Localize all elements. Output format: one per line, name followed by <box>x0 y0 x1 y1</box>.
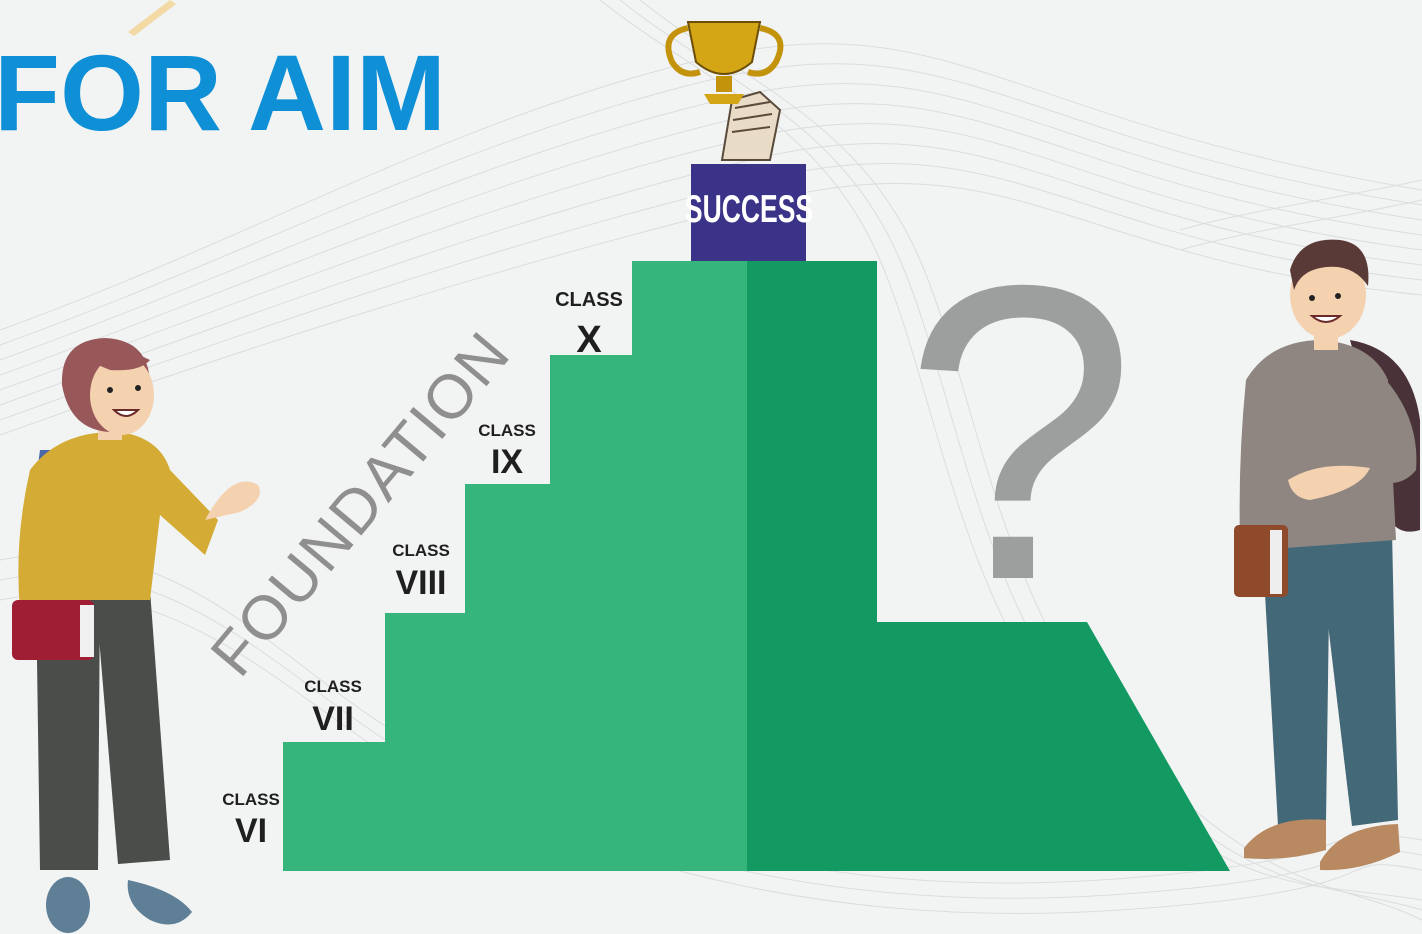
class-x-caption: CLASS <box>555 289 623 311</box>
class-ix-roman: IX <box>491 443 523 481</box>
class-viii-roman: VIII <box>395 564 446 602</box>
pencil-decoration <box>128 0 176 36</box>
class-x-roman: X <box>576 319 602 361</box>
class-vii-caption: CLASS <box>304 677 362 696</box>
class-vi-caption: CLASS <box>222 790 280 809</box>
success-box <box>691 164 806 261</box>
page-heading: FOR AIM <box>0 32 446 153</box>
class-vii-roman: VII <box>312 700 354 738</box>
staircase-left <box>283 261 747 871</box>
boy-student-illustration <box>1234 239 1420 871</box>
trophy-in-hand-icon <box>665 21 784 161</box>
class-ix-caption: CLASS <box>478 421 536 440</box>
staircase-right <box>747 261 1230 871</box>
class-vi-roman: VI <box>235 812 267 850</box>
success-label: SUCCESS <box>685 188 813 231</box>
class-labels: CLASS VI CLASS VII CLASS VIII CLASS IX C… <box>222 289 623 850</box>
class-viii-caption: CLASS <box>392 541 450 560</box>
question-mark: ? <box>903 199 1137 668</box>
girl-student-illustration <box>12 338 260 933</box>
